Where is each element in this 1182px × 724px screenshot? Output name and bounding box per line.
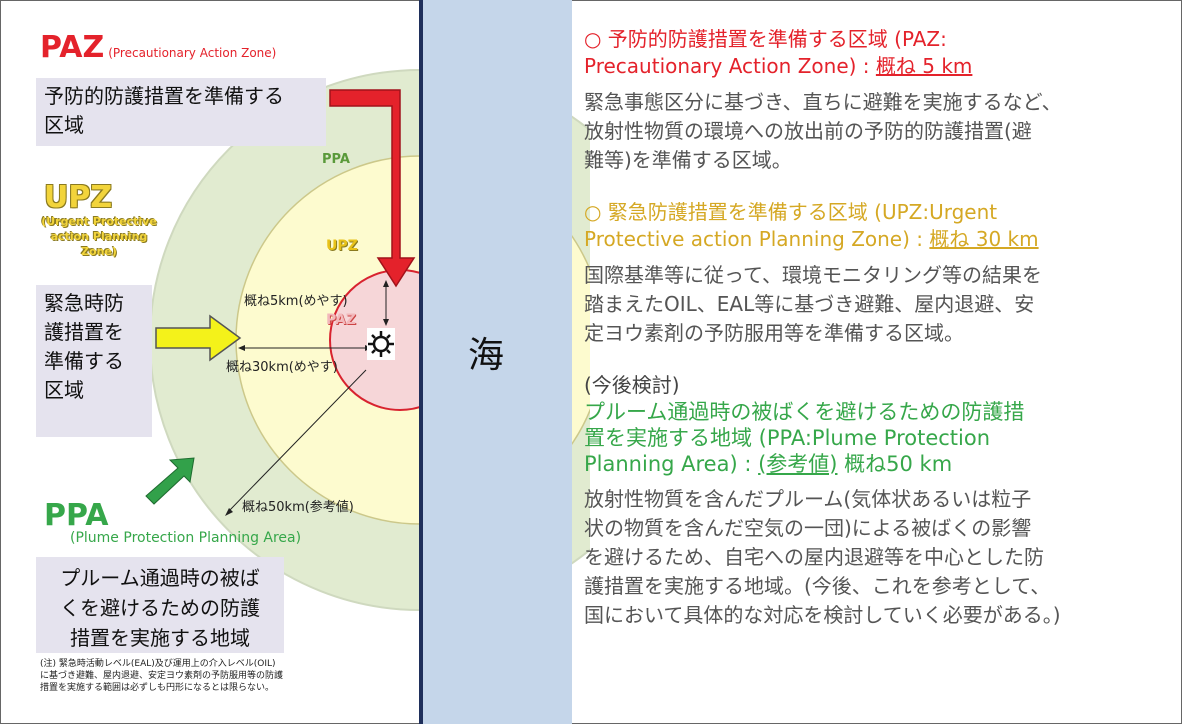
ppa-desc-line: くを避けるための防護 <box>60 596 260 620</box>
ppa-heading-line2: 置を実施する地域 (PPA:Plume Protection <box>584 426 991 450</box>
upz-title: UPZ <box>44 180 113 215</box>
upz-body-line: 踏まえたOIL、EAL等に基づき避難、屋内退避、安 <box>584 292 1035 316</box>
distance-label-ppa: 概ね50km(参考値) <box>242 500 354 515</box>
ppa-heading-text: Planning Area) : <box>584 452 759 476</box>
paz-heading-line1: ○ 予防的防護措置を準備する区域 (PAZ: <box>584 27 947 51</box>
upz-body: 国際基準等に従って、環境モニタリング等の結果を 踏まえたOIL、EAL等に基づき… <box>584 261 1182 348</box>
ppa-pending-label: (今後検討) <box>584 373 680 397</box>
paz-full-name: (Precautionary Action Zone) <box>108 46 277 60</box>
upz-radius-head-left <box>238 345 245 351</box>
zone-diagram <box>145 0 590 724</box>
upz-full-line: (Urgent Protective <box>41 215 157 228</box>
upz-desc-box: 緊急時防 護措置を 準備する 区域 <box>36 285 152 437</box>
distance-label-upz: 概ね30km(めやす) <box>226 360 338 375</box>
upz-heading-line1: ○ 緊急防護措置を準備する区域 (UPZ:Urgent <box>584 200 998 224</box>
distance-label-paz: 概ね5km(めやす) <box>244 294 348 309</box>
paz-heading-text: Precautionary Action Zone) : <box>584 54 876 78</box>
paz-body-line: 難等)を準備する区域。 <box>584 148 792 172</box>
ppa-distance: 概ね50 km <box>837 452 953 476</box>
ppa-body-line: 護措置を実施する地域。(今後、これを参考として、 <box>584 574 1051 598</box>
ppa-body-line: 国において具体的な対応を検討していく必要がある。) <box>584 603 1061 627</box>
upz-desc-line: 準備する <box>44 349 124 373</box>
ppa-radius-line <box>227 369 367 513</box>
paz-distance: 概ね 5 km <box>875 54 973 78</box>
footnote: (注) 緊急時活動レベル(EAL)及び運用上の介入レベル(OIL) に基づき避難… <box>40 658 380 694</box>
paz-body: 緊急事態区分に基づき、直ちに避難を実施するなど、 放射性物質の環境への放出前の予… <box>584 88 1182 175</box>
ppa-body-line: 放射性物質を含んだプルーム(気体状あるいは粒子 <box>584 487 1032 511</box>
upz-body-line: 定ヨウ素剤の予防服用等を準備する区域。 <box>584 321 964 345</box>
upz-distance: 概ね 30 km <box>929 227 1039 251</box>
paz-radius-head-bot <box>383 319 389 326</box>
ring-label-ppa: PPA <box>322 152 350 167</box>
upz-body-line: 国際基準等に従って、環境モニタリング等の結果を <box>584 263 1042 287</box>
footnote-line: (注) 緊急時活動レベル(EAL)及び運用上の介入レベル(OIL) <box>40 659 276 669</box>
paz-title: PAZ(Precautionary Action Zone) <box>40 30 276 65</box>
sea <box>420 0 572 724</box>
yellow-arrow-icon <box>155 314 242 362</box>
ppa-ref-value: (参考値) <box>758 452 838 476</box>
ppa-body-line: 状の物質を含んだ空気の一団)による被ばくの影響 <box>584 516 1032 540</box>
right-panel: ○ 予防的防護措置を準備する区域 (PAZ: Precautionary Act… <box>584 26 1182 654</box>
ring-label-paz: PAZ <box>326 312 356 328</box>
green-arrow-icon <box>145 457 195 505</box>
paz-section: ○ 予防的防護措置を準備する区域 (PAZ: Precautionary Act… <box>584 26 1182 175</box>
upz-heading-text: Protective action Planning Zone) : <box>584 227 930 251</box>
paz-desc-line: 区域 <box>44 113 84 137</box>
ppa-heading-line1: プルーム通過時の被ばくを避けるための防護措 <box>584 400 1025 424</box>
plant-icon <box>367 328 395 360</box>
paz-body-line: 放射性物質の環境への放出前の予防的防護措置(避 <box>584 119 1032 143</box>
ppa-section: (今後検討) プルーム通過時の被ばくを避けるための防護措 置を実施する地域 (P… <box>584 372 1182 630</box>
ppa-desc-line: プルーム通過時の被ば <box>60 566 260 590</box>
ppa-heading-line3: Planning Area) : (参考値) 概ね50 km <box>584 451 1182 477</box>
ppa-full-name: (Plume Protection Planning Area) <box>70 530 302 546</box>
ppa-desc-box: プルーム通過時の被ば くを避けるための防護 措置を実施する地域 <box>36 557 284 653</box>
ppa-radius-head <box>225 508 233 516</box>
ppa-body: 放射性物質を含んだプルーム(気体状あるいは粒子 状の物質を含んだ空気の一団)によ… <box>584 485 1182 630</box>
paz-desc-box: 予防的防護措置を準備する 区域 <box>36 78 326 146</box>
upz-heading-line2: Protective action Planning Zone) : 概ね 30… <box>584 226 1182 253</box>
footnote-line: 措置を実施する範囲は必ずしも円形になるとは限らない。 <box>40 683 275 693</box>
paz-radius-head-top <box>383 280 389 287</box>
ppa-desc-line: 措置を実施する地域 <box>70 626 250 650</box>
ppa-title: PPA <box>44 498 109 533</box>
upz-full-line: Zone) <box>81 245 117 258</box>
upz-section: ○ 緊急防護措置を準備する区域 (UPZ:Urgent Protective a… <box>584 199 1182 348</box>
paz-body-line: 緊急事態区分に基づき、直ちに避難を実施するなど、 <box>584 90 1062 114</box>
ppa-body-line: を避けるため、自宅への屋内退避等を中心とした防 <box>584 545 1044 569</box>
red-arrow-icon <box>329 89 416 288</box>
paz-desc-line: 予防的防護措置を準備する <box>44 84 284 108</box>
upz-desc-line: 護措置を <box>44 320 124 344</box>
upz-full-line: action Planning <box>50 230 148 243</box>
upz-desc-line: 区域 <box>44 378 84 402</box>
upz-desc-line: 緊急時防 <box>44 291 124 315</box>
upz-full-name: (Urgent Protective action Planning Zone) <box>34 214 164 259</box>
paz-heading-line2: Precautionary Action Zone) : 概ね 5 km <box>584 53 1182 80</box>
ring-label-upz: UPZ <box>326 238 358 254</box>
paz-abbr: PAZ <box>40 30 105 65</box>
footnote-line: に基づき避難、屋内退避、安定ヨウ素剤の予防服用等の防護 <box>40 671 284 681</box>
sea-label: 海 <box>468 335 505 376</box>
